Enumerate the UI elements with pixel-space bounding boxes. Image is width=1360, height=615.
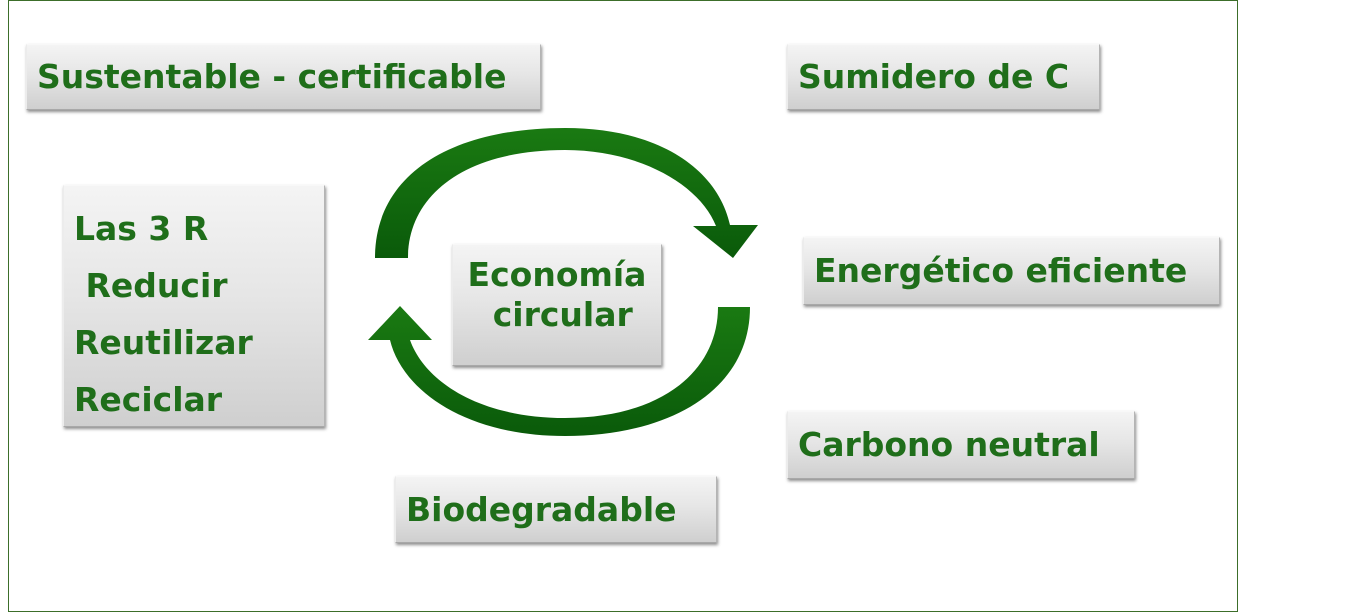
sustentable-box: Sustentable - certificable	[26, 44, 541, 110]
sustentable-label: Sustentable - certificable	[37, 57, 507, 97]
tres-r-item: Reducir	[74, 266, 228, 305]
carbono-box: Carbono neutral	[787, 411, 1135, 479]
bottom-arrow-icon	[368, 306, 750, 436]
center-line-1: Economía	[467, 255, 647, 294]
sumidero-box: Sumidero de C	[787, 44, 1100, 110]
carbono-label: Carbono neutral	[798, 425, 1100, 465]
economia-circular-box: Economía circular	[452, 244, 662, 366]
tres-r-box: Las 3 R Reducir Reutilizar Reciclar	[63, 185, 325, 427]
tres-r-title: Las 3 R	[74, 209, 209, 248]
top-arrow-icon	[375, 128, 758, 258]
tres-r-item: Reutilizar	[74, 323, 253, 362]
biodegradable-label: Biodegradable	[406, 489, 677, 529]
center-line-2: circular	[481, 295, 633, 334]
energetico-label: Energético eficiente	[814, 251, 1188, 291]
tres-r-item: Reciclar	[74, 380, 223, 419]
energetico-box: Energético eficiente	[803, 237, 1220, 305]
sumidero-label: Sumidero de C	[798, 57, 1070, 97]
biodegradable-box: Biodegradable	[395, 476, 717, 543]
